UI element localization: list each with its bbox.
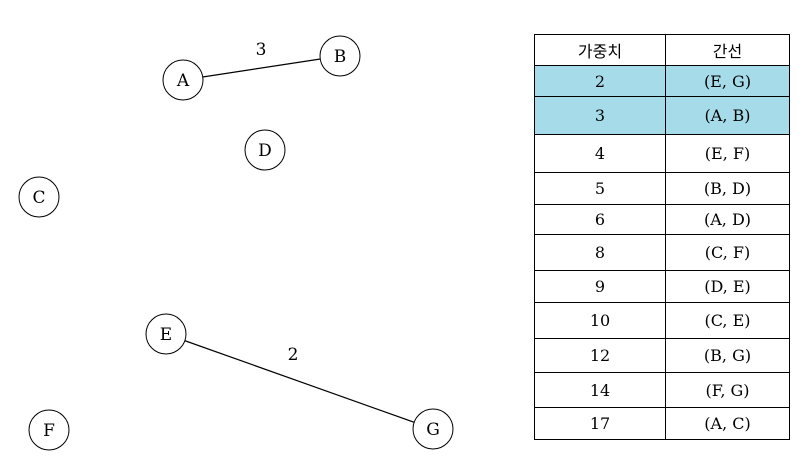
node-circle [412, 408, 454, 450]
edge-cell: (B, G) [665, 338, 790, 373]
weight-cell: 6 [534, 204, 666, 235]
table-row: 3(A, B) [534, 96, 790, 135]
weight-cell: 10 [534, 302, 666, 339]
edge-cell: (A, D) [665, 204, 790, 235]
weight-cell: 9 [534, 270, 666, 303]
node-circle [18, 176, 60, 218]
weight-cell: 2 [534, 65, 666, 97]
node-label: C [32, 188, 45, 208]
table-row: 5(B, D) [534, 172, 790, 205]
edge-cell: (E, G) [665, 65, 790, 97]
node-a: A [162, 59, 204, 101]
edge-weight-table: 가중치 간선 2(E, G)3(A, B)4(E, F)5(B, D)6(A, … [534, 34, 790, 440]
node-label: G [426, 420, 440, 440]
table-row: 4(E, F) [534, 134, 790, 173]
weight-cell: 3 [534, 96, 666, 135]
node-circle [319, 35, 361, 77]
node-label: F [43, 421, 55, 441]
table-row: 6(A, D) [534, 204, 790, 235]
weight-cell: 14 [534, 372, 666, 408]
weight-cell: 12 [534, 338, 666, 373]
table-row: 10(C, E) [534, 302, 790, 339]
weight-cell: 8 [534, 234, 666, 271]
node-label: B [334, 47, 347, 67]
node-f: F [28, 409, 70, 451]
edge-line [165, 333, 434, 430]
table-row: 8(C, F) [534, 234, 790, 271]
node-circle [28, 409, 70, 451]
node-c: C [18, 176, 60, 218]
weight-cell: 5 [534, 172, 666, 205]
node-label: A [176, 71, 190, 91]
node-circle [145, 313, 187, 355]
node-label: D [258, 141, 272, 161]
table-header-row: 가중치 간선 [534, 34, 790, 66]
edge-cell: (B, D) [665, 172, 790, 205]
table-row: 14(F, G) [534, 372, 790, 408]
node-b: B [319, 35, 361, 77]
edge-weight-label: 3 [256, 40, 267, 60]
edge-cell: (E, F) [665, 134, 790, 173]
edge-cell: (D, E) [665, 270, 790, 303]
edge-cell: (A, B) [665, 96, 790, 135]
node-d: D [244, 129, 286, 171]
edge-cell: (C, E) [665, 302, 790, 339]
node-circle [244, 129, 286, 171]
node-label: E [160, 325, 172, 345]
weight-cell: 17 [534, 407, 666, 440]
edge-line [182, 55, 341, 81]
node-g: G [412, 408, 454, 450]
table-row: 2(E, G) [534, 65, 790, 97]
edge-weight-label: 2 [288, 345, 299, 365]
edge-a-b: 3 [182, 40, 341, 81]
graph-diagram: 3 2 A B C D E F G [18, 35, 454, 451]
weight-cell: 4 [534, 134, 666, 173]
weight-column-header: 가중치 [534, 34, 666, 66]
edge-cell: (C, F) [665, 234, 790, 271]
table-row: 12(B, G) [534, 338, 790, 373]
table-row: 17(A, C) [534, 407, 790, 440]
node-circle [162, 59, 204, 101]
edge-cell: (A, C) [665, 407, 790, 440]
edge-e-g: 2 [165, 333, 434, 430]
edge-column-header: 간선 [665, 34, 790, 66]
table-row: 9(D, E) [534, 270, 790, 303]
node-e: E [145, 313, 187, 355]
edge-cell: (F, G) [665, 372, 790, 408]
